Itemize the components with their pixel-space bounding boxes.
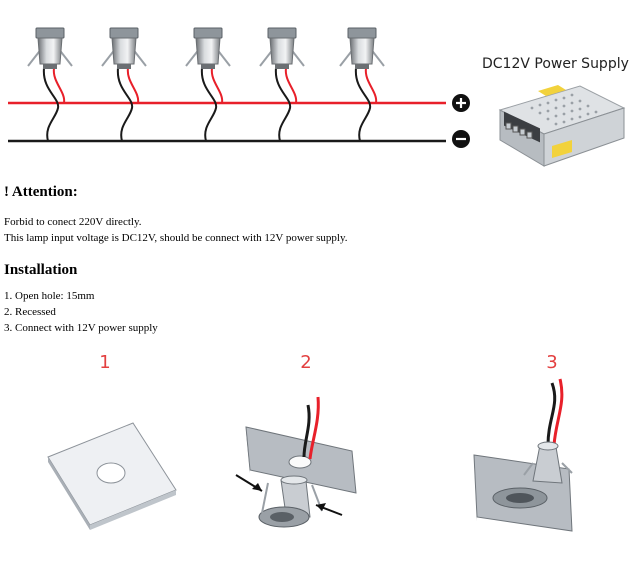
- installation-figures: 1 2 3: [0, 345, 633, 566]
- mounting-plate-with-hole: [47, 422, 177, 530]
- lamp-3: [185, 27, 231, 142]
- power-supply-image: [498, 85, 626, 167]
- figure-label-3: 3: [546, 352, 558, 373]
- lamp-2: [101, 27, 147, 142]
- attention-line: Forbid to conect 220V directly.: [4, 216, 142, 228]
- installation-step: 3. Connect with 12V power supply: [4, 322, 158, 334]
- lamp-recessed-figure: [235, 396, 357, 528]
- figure-label-2: 2: [300, 352, 312, 373]
- lamp-4: [259, 27, 305, 142]
- instructions: ! Attention: Forbid to conect 220V direc…: [4, 182, 624, 336]
- minus-terminal-icon: [452, 130, 470, 148]
- power-supply-title: DC12V Power Supply: [482, 56, 629, 72]
- wiring-diagram: [8, 27, 470, 148]
- attention-line: This lamp input voltage is DC12V, should…: [4, 232, 348, 244]
- installation-step: 2. Recessed: [4, 306, 56, 318]
- lamp-5: [339, 27, 385, 142]
- attention-heading: ! Attention:: [4, 184, 78, 200]
- figure-label-1: 1: [99, 352, 111, 373]
- installation-heading: Installation: [4, 262, 78, 278]
- plus-terminal-icon: [452, 94, 470, 112]
- installation-step: 1. Open hole: 15mm: [4, 290, 95, 302]
- lamp-1: [27, 27, 73, 142]
- lamp-installed-figure: [473, 378, 573, 532]
